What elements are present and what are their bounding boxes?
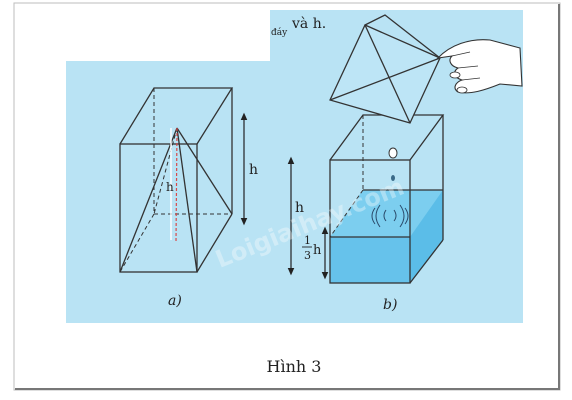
- header-text: và h.: [291, 15, 326, 32]
- water-fraction-label: 1 3 h: [302, 234, 322, 262]
- figure-b-label: b): [383, 297, 397, 313]
- header-subscript: đáy: [271, 27, 288, 38]
- fraction-numerator: 1: [304, 234, 311, 247]
- hand-illustration: [436, 39, 523, 94]
- fraction-variable: h: [313, 243, 322, 258]
- figure-a-label: a): [168, 293, 182, 309]
- illustration-background: [66, 10, 523, 323]
- figure-caption: Hình 3: [267, 357, 322, 376]
- prism-a: [119, 87, 234, 273]
- figure-a: h h a): [119, 87, 258, 309]
- header-fragment: đáy và h.: [271, 15, 326, 38]
- height-label-a: h: [249, 162, 258, 178]
- pyramid-a: [119, 127, 233, 273]
- pyramid-lid: [329, 14, 441, 124]
- figure-b: h 1 3 h b): [287, 14, 523, 313]
- page-border: [13, 2, 561, 391]
- fraction-denominator: 3: [304, 249, 311, 262]
- container-b: [329, 114, 445, 284]
- pyramid-height-label: h: [166, 180, 174, 194]
- pyramid-height-line: [175, 127, 178, 244]
- water-front: [330, 237, 410, 283]
- height-label-b: h: [295, 200, 304, 216]
